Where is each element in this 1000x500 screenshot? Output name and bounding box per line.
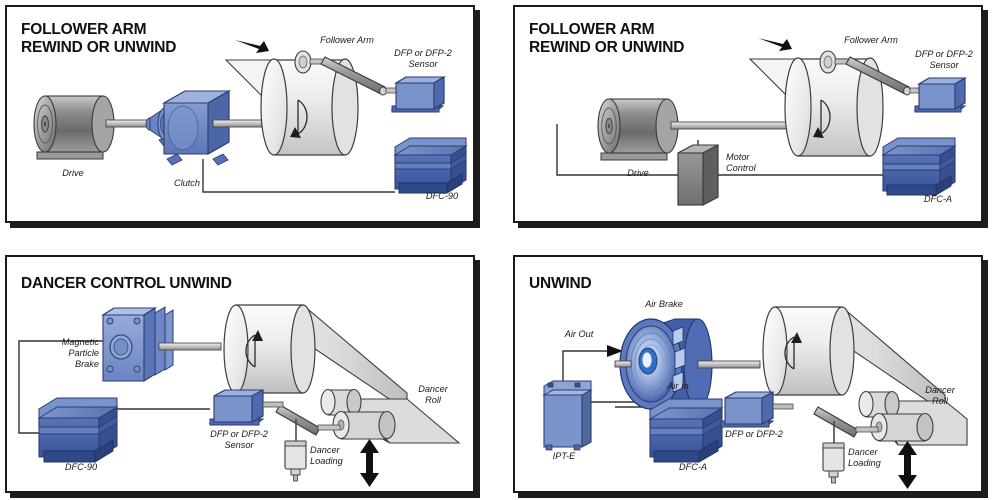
label-follower-arm: Follower Arm [844,35,898,45]
label-motor-control: Motor Control [726,152,756,173]
dancer-loading-cylinder [822,442,845,484]
web-direction-arrow [235,40,269,53]
panel-follower-arm-clutch: FOLLOWER ARM REWIND OR UNWIND [5,5,475,223]
label-dfc-90: DFC-90 [64,462,98,472]
web-direction-arrow [758,38,792,51]
label-ipt-e: IPT-E [552,451,576,461]
dancer-loading-cylinder [284,440,307,482]
clutch [145,90,232,166]
material-roll [260,58,359,156]
label-air-brake: Air Brake [645,299,683,309]
material-roll [762,306,855,396]
material-roll [784,57,884,157]
material-roll [223,304,316,394]
panel-2-graphics [515,7,981,221]
magnetic-particle-brake [101,306,174,383]
label-dfc-a: DFC-A [923,194,953,204]
label-dfp-sensor: DFP or DFP-2 [725,429,783,439]
ipt-e-transducer [542,380,593,451]
label-magnetic-particle-brake: Magnetic Particle Brake [61,337,99,369]
dancer-roll [332,410,396,440]
panel-title: DANCER CONTROL UNWIND [21,275,232,292]
dancer-arm [813,406,879,445]
label-follower-arm: Follower Arm [320,35,374,45]
dancer-travel-arrow [360,439,379,487]
idler-roll [320,388,362,416]
label-air-out: Air Out [564,329,594,339]
drive-motor [597,98,679,161]
panel-follower-arm-motor-control: FOLLOWER ARM REWIND OR UNWIND [513,5,983,223]
idler-roll [858,390,900,418]
label-dfc-a: DFC-A [678,462,708,472]
dancer-roll [870,412,934,442]
dancer-arm [275,404,341,443]
panel-4-graphics [515,257,981,491]
label-dfc-90: DFC-90 [425,191,459,201]
dfp-sensor [208,389,284,426]
dfc-90-controller [393,137,468,194]
dfc-90-controller [37,397,119,463]
label-drive: Drive [627,168,649,178]
label-dancer-loading: Dancer Loading [310,445,343,466]
label-dancer-roll: Dancer Roll [418,384,448,405]
label-dancer-loading: Dancer Loading [848,447,881,468]
dfc-a-controller [648,398,724,463]
drive-motor [33,95,115,160]
follower-arm [819,50,921,96]
label-air-in: Air In [667,381,689,391]
panel-dancer-control-unwind: DANCER CONTROL UNWIND [5,255,475,493]
label-clutch: Clutch [173,178,201,188]
label-dancer-roll: Dancer Roll [925,385,955,406]
follower-arm [294,50,398,96]
label-dfp-sensor: DFP or DFP-2 Sensor [915,49,973,70]
panel-3-graphics [7,257,473,491]
panel-title: UNWIND [529,275,592,292]
label-dfp-sensor: DFP or DFP-2 Sensor [394,48,452,69]
air-out-arrow [607,345,623,357]
dfp-sensor [913,77,967,113]
motor-control-box [677,144,719,206]
dancer-travel-arrow [898,441,917,489]
label-drive: Drive [62,168,84,178]
dfp-sensor [719,391,794,428]
panel-title: FOLLOWER ARM REWIND OR UNWIND [529,21,685,57]
panel-1-graphics [7,7,473,221]
panel-title: FOLLOWER ARM REWIND OR UNWIND [21,21,177,57]
panel-unwind: UNWIND [513,255,983,493]
dfp-sensor [390,76,446,113]
dfc-a-controller [881,137,957,196]
label-dfp-sensor: DFP or DFP-2 Sensor [210,429,268,450]
